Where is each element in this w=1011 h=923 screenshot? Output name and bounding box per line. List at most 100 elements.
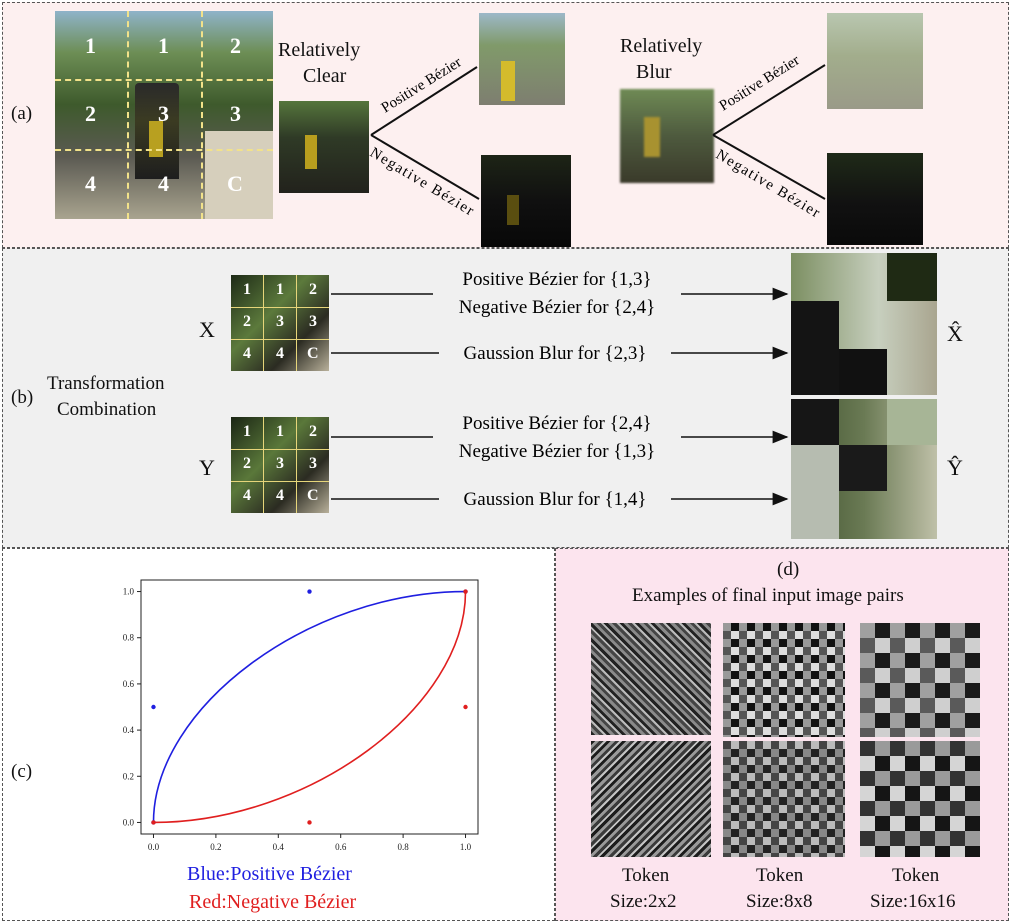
tile-label: 1 [243, 423, 251, 440]
panel-d-label: (d) [777, 559, 800, 580]
tile-grid-line [263, 275, 264, 371]
tile-label: 4 [276, 345, 284, 362]
output-block [839, 445, 887, 491]
blur-negative-result [827, 153, 923, 245]
token-label: Token [892, 865, 940, 886]
output-block [791, 445, 839, 539]
x-tick-label: 0.2 [210, 842, 221, 852]
tile-label: 3 [309, 455, 317, 472]
tile-label: 2 [243, 455, 251, 472]
grid-label: C [227, 171, 243, 196]
panel-b-label: (b) [11, 387, 34, 408]
clear-patch [279, 101, 369, 193]
tile-grid-line [231, 449, 329, 450]
tile-grid-line [231, 339, 329, 340]
blur-label-line2: Blur [636, 61, 672, 83]
plot-frame [140, 579, 479, 835]
token-size-label: Size:8x8 [746, 891, 813, 912]
blur-label-line1: Relatively [620, 35, 703, 57]
y-hat-label: Ŷ [947, 455, 963, 480]
output-block [839, 349, 887, 395]
blur-patch [620, 89, 714, 183]
y-tick-label: 1.0 [123, 587, 135, 597]
y-tick-label: 0.0 [123, 817, 135, 827]
example-8x8-top [723, 623, 845, 737]
example-2x2-top [591, 623, 711, 735]
y-op-positive: Positive Bézier for {2,4} [462, 413, 651, 434]
x-op-negative: Negative Bézier for {2,4} [459, 297, 656, 318]
y-hat-output [791, 399, 937, 539]
grid-label: 3 [230, 101, 241, 126]
blur-negative-label: Negative Bézier [713, 147, 824, 222]
tile-grid-line [231, 307, 329, 308]
grid-line-v1 [127, 11, 129, 219]
train-yellow-front [149, 121, 163, 157]
source-photo-grid: 1 1 2 2 3 3 4 4 C [55, 11, 273, 219]
tile-grid-line [263, 417, 264, 513]
clear-positive-label: Positive Bézier [379, 54, 465, 116]
x-tick-label: 0.4 [273, 842, 285, 852]
y-label: Y [199, 455, 215, 480]
tile-label: 4 [276, 487, 284, 504]
tile-label: 1 [243, 281, 251, 298]
legend-blue: Blue:Positive Bézier [187, 863, 352, 885]
tile-grid-line [231, 481, 329, 482]
control-point [307, 820, 312, 825]
tile-label: 2 [243, 313, 251, 330]
output-block [791, 301, 839, 395]
tile-label: 3 [309, 313, 317, 330]
output-block [887, 253, 937, 301]
tile-label: 4 [243, 345, 251, 362]
token-label: Token [756, 865, 804, 886]
grid-label: 4 [85, 171, 96, 196]
grid-line-v2 [201, 11, 203, 219]
b-arrows: Positive Bézier for {1,3} Negative Bézie… [331, 265, 789, 511]
example-16x16-top [860, 623, 980, 737]
token-label: Token [622, 865, 670, 886]
control-point [463, 589, 468, 594]
x-tick-label: 0.6 [335, 842, 347, 852]
tile-label: 3 [276, 455, 284, 472]
clear-label-line1: Relatively [278, 39, 361, 61]
branch-lines: Positive Bézier Negative Bézier Positive… [367, 52, 826, 222]
grid-label: 1 [158, 33, 169, 58]
y-op-negative: Negative Bézier for {1,3} [459, 441, 656, 462]
output-block [887, 399, 937, 445]
example-8x8-bottom [723, 741, 845, 857]
patch-train [305, 135, 317, 169]
tile-label: 2 [309, 423, 317, 440]
clear-positive-result [479, 13, 565, 105]
x-hat-output [791, 253, 937, 395]
blur-positive-result [827, 13, 923, 109]
panel-c-label: (c) [11, 761, 33, 782]
tile-label: 3 [276, 313, 284, 330]
tile-grid-line [296, 275, 297, 371]
token-size-label: Size:2x2 [610, 891, 677, 912]
y-op-blur: Gaussion Blur for {1,4} [464, 489, 647, 510]
y-tick-label: 0.2 [123, 771, 134, 781]
example-2x2-bottom [591, 741, 711, 857]
bezier-curve [152, 590, 466, 823]
x-input-tiles: 1 1 2 2 3 3 4 4 C [231, 275, 329, 371]
tile-label: C [307, 487, 319, 504]
bezier-curve [153, 591, 467, 824]
y-tick-label: 0.8 [123, 633, 135, 643]
control-point [151, 820, 156, 825]
tile-label: 1 [276, 423, 284, 440]
tile-grid-line [296, 417, 297, 513]
panel-b-title-line1: Transformation [47, 373, 165, 394]
panel-a-label: (a) [11, 103, 33, 124]
y-tick-label: 0.4 [123, 725, 135, 735]
grid-line-h1 [55, 79, 273, 81]
x-label: X [199, 317, 215, 342]
grid-label: 2 [230, 33, 241, 58]
y-input-tiles: 1 1 2 2 3 3 4 4 C [231, 417, 329, 513]
clear-label-line2: Clear [303, 65, 347, 87]
panel-d: (d) Examples of final input image pairs … [555, 548, 1009, 921]
patch-train [507, 195, 519, 225]
x-hat-label: X̂ [947, 321, 963, 346]
x-tick-label: 0.8 [397, 842, 409, 852]
example-16x16-bottom [860, 741, 980, 857]
